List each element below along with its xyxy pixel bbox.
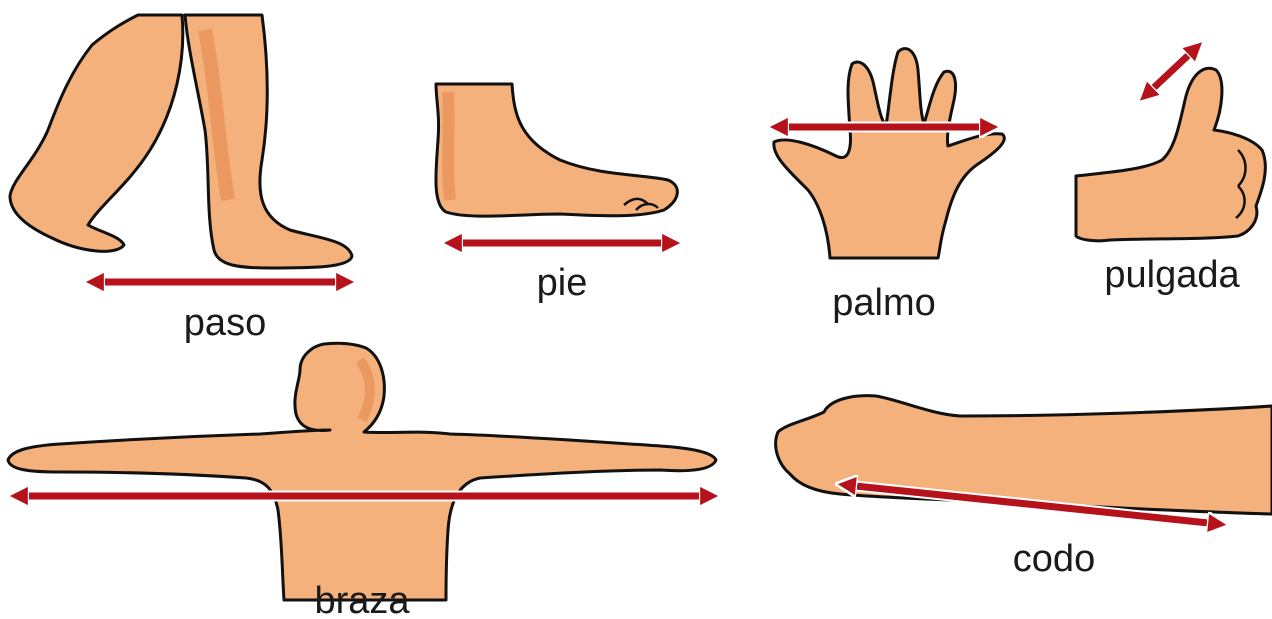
palmo-label: palmo	[832, 284, 936, 322]
body-arms	[8, 343, 716, 600]
pulgada-label: pulgada	[1104, 256, 1239, 294]
thumb-hand	[1076, 68, 1265, 240]
paso-label: paso	[184, 304, 266, 342]
pie-label: pie	[537, 264, 588, 302]
pie-illustration	[436, 84, 677, 216]
codo-illustration	[776, 396, 1272, 514]
pulgada-illustration	[1076, 68, 1265, 240]
braza-label: braza	[314, 582, 409, 619]
braza-illustration	[8, 343, 716, 600]
forearm	[776, 396, 1272, 514]
foot	[436, 84, 677, 216]
codo-label: codo	[1013, 540, 1095, 578]
paso-illustration	[10, 15, 352, 268]
back-leg	[10, 15, 183, 251]
hand	[774, 49, 1004, 258]
palmo-illustration	[774, 49, 1004, 258]
